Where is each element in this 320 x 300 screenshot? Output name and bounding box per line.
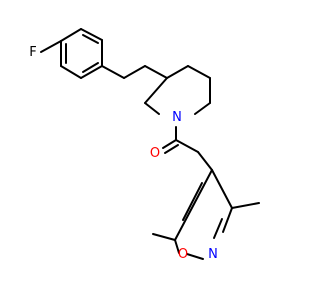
bond — [144, 102, 160, 115]
bond — [186, 253, 204, 260]
bond — [194, 102, 211, 115]
methyl-bond — [152, 233, 176, 241]
bond — [144, 77, 168, 104]
ring-double-bond — [182, 182, 203, 221]
background — [0, 0, 300, 300]
fluorophenyl-ring — [40, 28, 103, 79]
dimethylisoxazole-ring — [152, 169, 260, 260]
piperidine-nitrogen-label: N — [172, 110, 182, 125]
carbonyl-oxygen-label: O — [150, 146, 160, 161]
ethyl-linker — [101, 65, 168, 79]
bond — [166, 65, 189, 79]
methyl-bond — [231, 202, 260, 209]
carbonyl-double-bond — [164, 144, 179, 154]
molecule-structure: F N O O N — [0, 0, 300, 300]
structure-canvas: F N O O N — [0, 0, 300, 300]
bond — [174, 239, 180, 254]
bond — [222, 207, 233, 233]
piperidine-ring — [144, 65, 211, 115]
acyl-linker — [162, 126, 213, 171]
bond — [211, 169, 233, 209]
isoxazole-oxygen-label: O — [178, 247, 188, 262]
isoxazole-nitrogen-label: N — [208, 247, 218, 262]
aromatic-double-bond — [82, 62, 99, 73]
bond — [60, 65, 82, 79]
bond — [101, 65, 125, 79]
bond — [80, 28, 103, 41]
bond — [80, 65, 103, 79]
bond — [197, 151, 213, 171]
bond — [144, 65, 168, 79]
carbonyl-double-bond — [162, 139, 177, 149]
bond — [60, 28, 82, 42]
bond — [175, 139, 199, 153]
bond — [40, 40, 62, 53]
aromatic-double-bond — [82, 34, 99, 44]
bond — [123, 65, 146, 79]
ring-double-bond — [213, 218, 223, 239]
bond — [174, 169, 213, 241]
bond — [187, 65, 211, 79]
fluorine-atom-label: F — [29, 45, 36, 60]
